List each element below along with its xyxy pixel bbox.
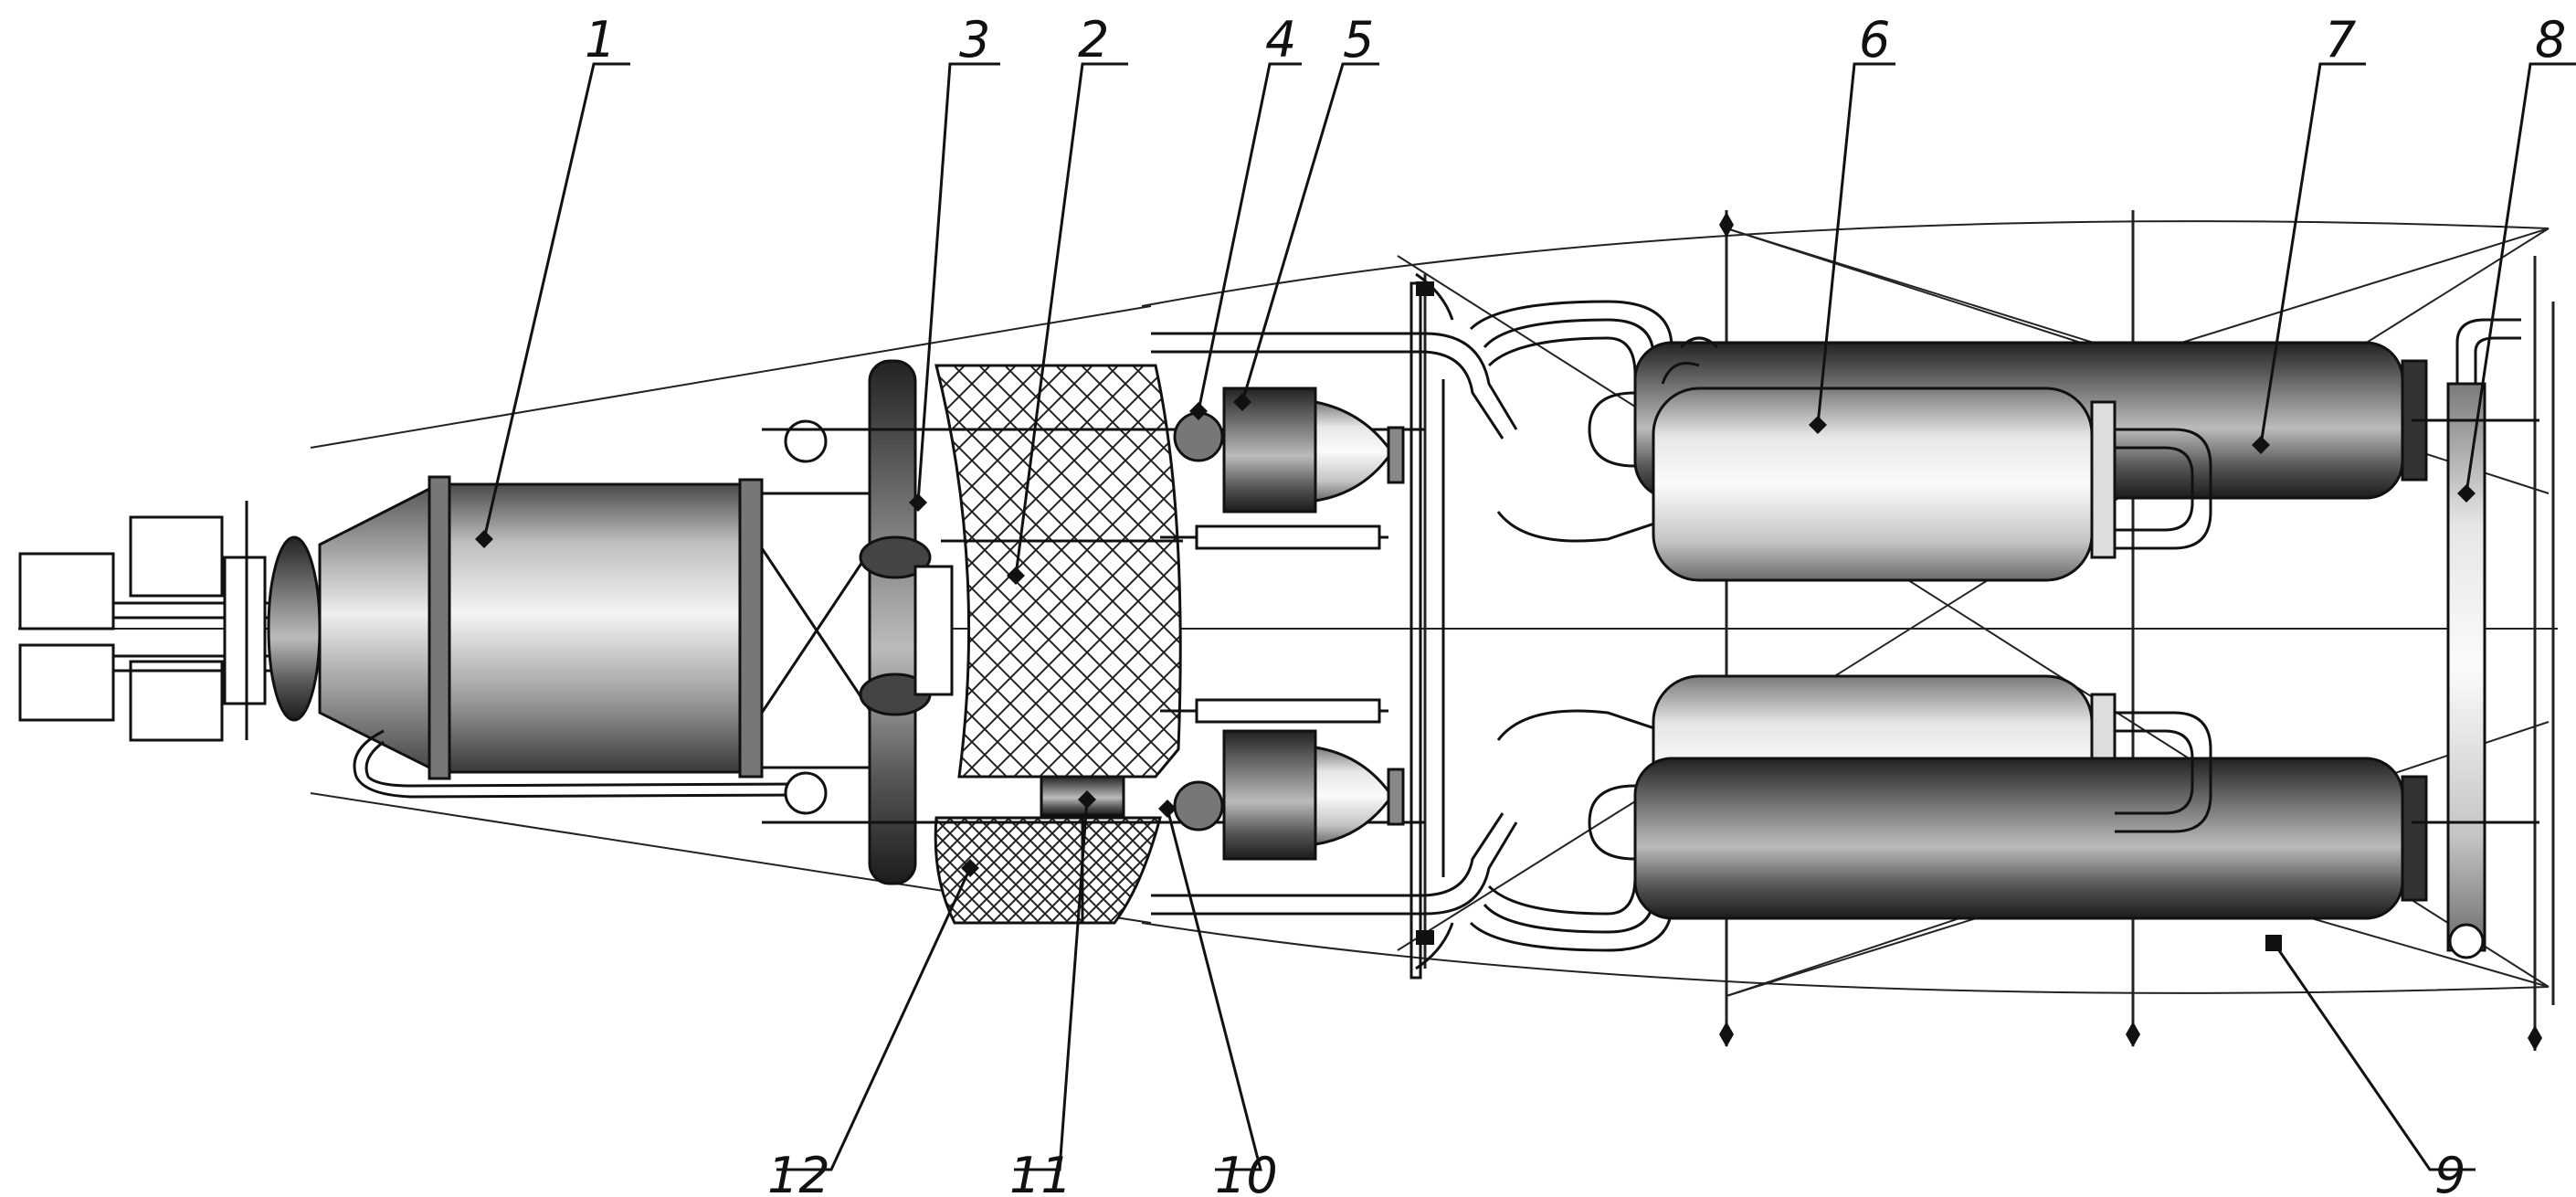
- callout-3: 3: [959, 11, 990, 69]
- component-1-rear-frame: [760, 419, 873, 815]
- callout-4: 4: [1265, 11, 1296, 69]
- callout-1: 1: [585, 11, 616, 69]
- frame-post-markers: [1416, 212, 2542, 1051]
- component-5-pump-lower: [1173, 729, 1405, 861]
- callout-6: 6: [1859, 11, 1890, 69]
- component-2-shield: [934, 364, 1183, 779]
- callout-7: 7: [2325, 11, 2356, 69]
- component-5-pump-upper: [1173, 387, 1405, 514]
- component-12-lower-shield: [934, 775, 1162, 925]
- component-3-disc: [859, 359, 954, 885]
- u-bend-coils: [1588, 336, 2212, 861]
- callout-11: 11: [1009, 1147, 1072, 1197]
- callout-10: 10: [1215, 1147, 1278, 1197]
- callouts: 1 2 3 4 5 6 7 8 9 10 11 12: [585, 11, 2566, 1197]
- nose-instrument-boxes: [18, 515, 274, 742]
- callout-8: 8: [2535, 11, 2566, 69]
- component-6-upper-light-cylinder: [1652, 387, 2117, 582]
- component-7-lower-dark-cylinder: [1633, 757, 2428, 920]
- axial-rods: [762, 428, 1425, 824]
- callout-2: 2: [1078, 11, 1109, 69]
- component-8-manifold: [2412, 318, 2539, 959]
- leader-lines: [482, 62, 2576, 1171]
- coolant-piping: [1151, 272, 1691, 970]
- callout-12: 12: [767, 1147, 830, 1197]
- callout-5: 5: [1343, 11, 1374, 69]
- stays: [1409, 281, 1445, 980]
- component-1-cylinder: [318, 475, 805, 799]
- leader-dots: [475, 393, 2476, 951]
- callout-9: 9: [2434, 1147, 2465, 1197]
- nose-flange: [245, 501, 322, 740]
